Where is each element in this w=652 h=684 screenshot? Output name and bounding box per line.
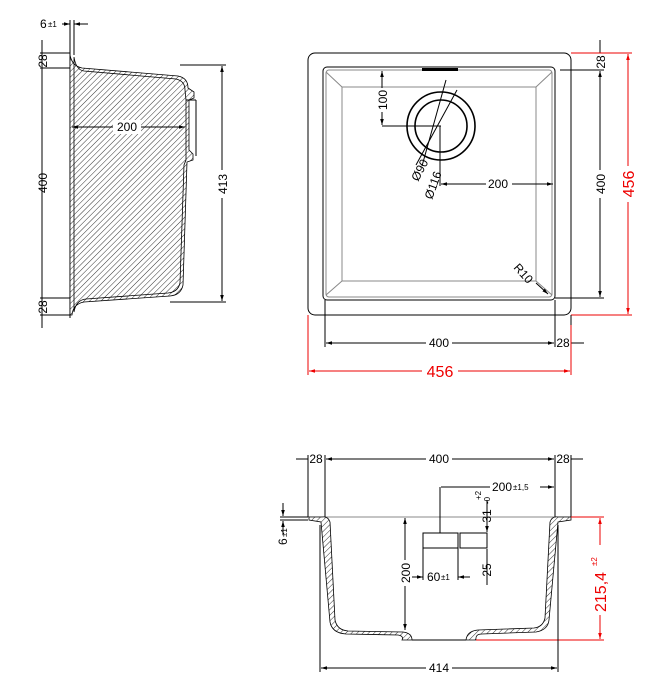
front-dim-414: 414: [429, 661, 449, 675]
overflow-right: [459, 532, 488, 549]
front-dim-200-tol: ±1,5: [513, 483, 529, 492]
front-dim-215: 215,4: [593, 572, 610, 612]
side-dim-thickness: 6: [40, 17, 47, 31]
top-dim-28-top: 28: [594, 55, 608, 69]
front-dim-400: 400: [429, 452, 449, 466]
top-dim-456-horizontal: 456: [427, 364, 454, 381]
front-view: 28 400 28 200 ±1,5 31 +2 -0 25 60 ±1 200…: [276, 452, 610, 675]
top-dim-r10: R10: [511, 261, 536, 287]
overflow-slot: [422, 68, 458, 71]
front-dim-28-right: 28: [556, 452, 570, 466]
front-dim-31-tol-minus: -0: [483, 496, 492, 504]
side-profile: [69, 54, 195, 316]
side-dim-413: 413: [216, 174, 230, 194]
front-dim-6: 6: [276, 538, 290, 545]
front-dim-215-tol: ±2: [590, 557, 599, 566]
top-dim-456-vertical: 456: [621, 171, 638, 198]
top-dim-200: 200: [488, 177, 508, 191]
top-dim-28-side: 28: [556, 336, 570, 350]
outer-rim: [307, 52, 572, 316]
bowl-edge: [322, 66, 556, 301]
side-dim-thickness-tol: ±1: [48, 20, 57, 29]
top-dim-400-vertical: 400: [594, 174, 608, 194]
front-dim-31: 31: [480, 509, 494, 523]
side-dim-400: 400: [36, 173, 50, 193]
front-dim-60-tol: ±1: [441, 573, 450, 582]
top-dim-400-horizontal: 400: [429, 336, 449, 350]
side-dim-200: 200: [117, 120, 137, 134]
front-dim-200-depth: 200: [399, 563, 413, 583]
front-dim-60: 60: [427, 570, 441, 584]
front-dim-28-left: 28: [309, 452, 323, 466]
side-dim-bottom-flange: 28: [36, 300, 50, 314]
side-dim-top-flange: 28: [36, 54, 50, 68]
overflow-left: [422, 532, 459, 549]
front-dim-25: 25: [480, 563, 494, 577]
top-view: 100 Ø90 Ø116 200 R10 400 28 456 400 28 4…: [307, 40, 638, 381]
side-view: 28 400 28 6 ±1 200 413: [36, 17, 230, 328]
front-dim-6-tol: ±1: [280, 528, 289, 537]
front-dim-200-overflow: 200: [492, 480, 512, 494]
front-dim-31-tol-plus: +2: [474, 490, 483, 500]
top-dim-100: 100: [376, 90, 390, 110]
front-profile: [308, 516, 413, 641]
